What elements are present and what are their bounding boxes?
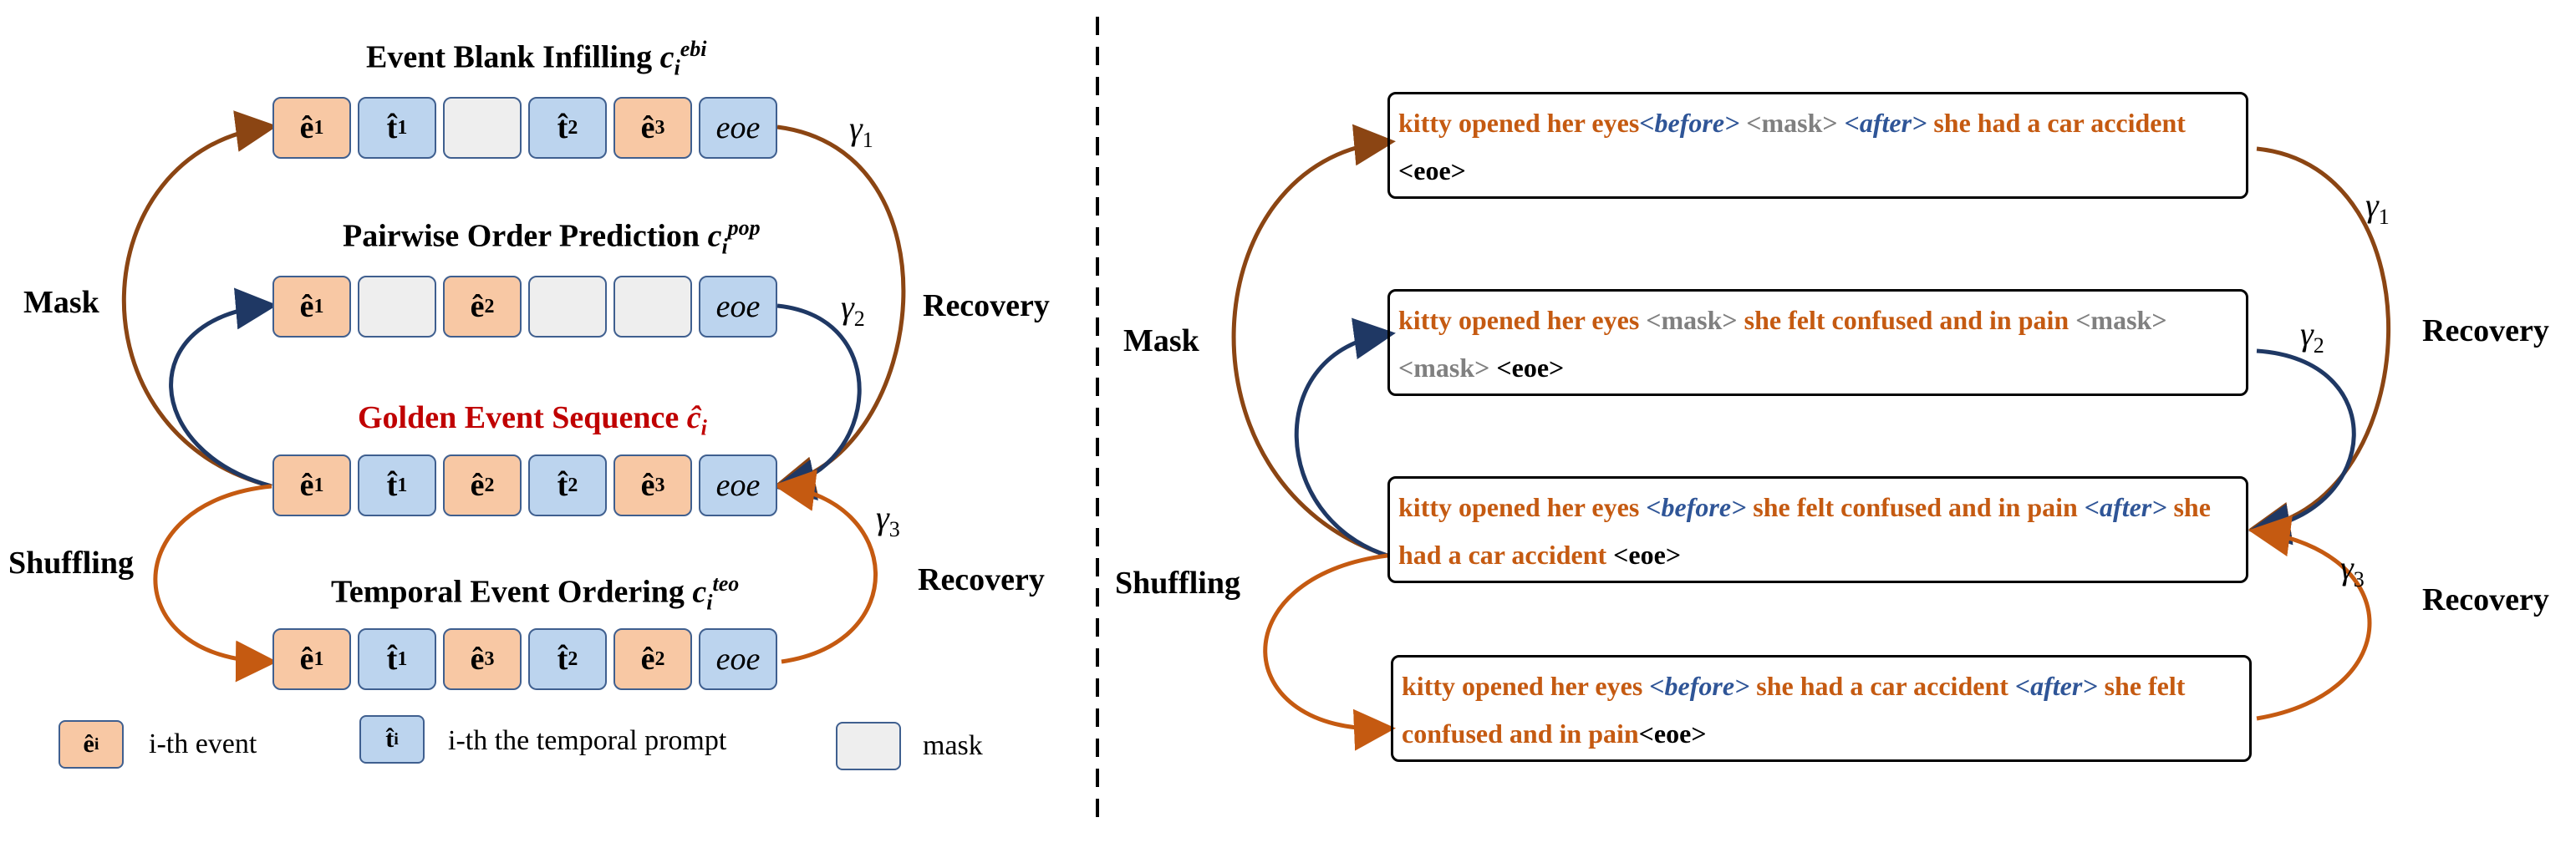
left-recovery-label-2: Recovery: [918, 562, 1045, 597]
sequence-box-ebi: kitty opened her eyes<before> <mask> <af…: [1387, 92, 2248, 199]
sequence-box-teo: kitty opened her eyes <before> she had a…: [1391, 655, 2252, 762]
left-mask-arrow-pop: [169, 287, 277, 489]
pop-cell-mask: [528, 276, 607, 338]
golden-cell-eoe: eoe: [699, 454, 777, 516]
ebi-title: Event Blank Infilling ciebi: [366, 37, 707, 80]
teo-title: Temporal Event Ordering citeo: [331, 571, 740, 615]
left-mask-label: Mask: [23, 285, 99, 320]
teo-cell-prompt: t̂2: [528, 628, 607, 690]
right-recovery-arrow-3: [2248, 515, 2372, 721]
left-recovery-arrow-3: [773, 470, 878, 664]
right-shuffle-arrow: [1263, 553, 1396, 751]
golden-cell-prompt: t̂1: [358, 454, 436, 516]
legend-event-text: i-th event: [149, 729, 257, 759]
left-mask-arrow-ebi: [121, 110, 277, 489]
golden-cell-prompt: t̂2: [528, 454, 607, 516]
right-recovery-label-1: Recovery: [2422, 313, 2549, 348]
right-mask-arrow-2: [1294, 317, 1396, 558]
right-mask-label: Mask: [1123, 323, 1199, 358]
right-mask-arrow-1: [1231, 124, 1396, 558]
left-recovery-label-1: Recovery: [923, 288, 1050, 323]
legend-mask-swatch: [836, 722, 901, 770]
left-shuffling-label: Shuffling: [8, 546, 134, 581]
pop-cell-eoe: eoe: [699, 276, 777, 338]
legend-prompt-text: i-th the temporal prompt: [448, 725, 727, 756]
pop-title: Pairwise Order Prediction cipop: [343, 216, 761, 259]
ebi-cell-eoe: eoe: [699, 97, 777, 159]
left-shuffle-arrow: [153, 484, 277, 683]
pop-cell-mask: [358, 276, 436, 338]
right-recovery-arrow-1: [2248, 146, 2391, 544]
ebi-cell-prompt: t̂1: [358, 97, 436, 159]
teo-cell-prompt: t̂1: [358, 628, 436, 690]
sequence-box-pop: kitty opened her eyes <mask> she felt co…: [1387, 289, 2248, 396]
ebi-cell-mask: [443, 97, 522, 159]
left-recovery-arrow-2: [773, 303, 862, 500]
pop-cell-mask: [613, 276, 692, 338]
ebi-cell-prompt: t̂2: [528, 97, 607, 159]
left-gamma-3: γ3: [876, 499, 900, 541]
right-recovery-label-2: Recovery: [2422, 582, 2549, 617]
legend-prompt-swatch: t̂i: [359, 715, 425, 764]
right-shuffling-label: Shuffling: [1115, 566, 1240, 601]
right-gamma-2: γ2: [2300, 315, 2324, 358]
legend-mask-text: mask: [923, 730, 983, 761]
left-gamma-1: γ1: [849, 109, 873, 152]
right-gamma-1: γ1: [2365, 186, 2390, 229]
sequence-box-golden: kitty opened her eyes <before> she felt …: [1387, 476, 2248, 583]
golden-title: Golden Event Sequence ĉi: [358, 400, 707, 440]
right-recovery-arrow-2: [2248, 348, 2356, 546]
left-gamma-2: γ2: [841, 288, 865, 331]
teo-cell-eoe: eoe: [699, 628, 777, 690]
right-gamma-3: γ3: [2340, 549, 2365, 592]
